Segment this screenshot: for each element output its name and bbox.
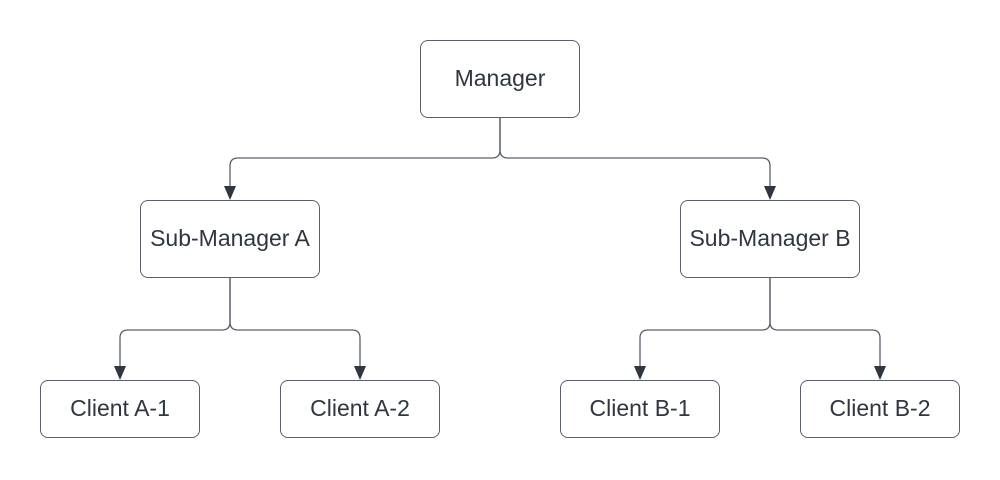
edge-manager-to-sub-manager-a	[229, 118, 501, 187]
node-sub-manager-a-label: Sub-Manager A	[150, 224, 310, 251]
edge-sub-manager-b-to-client-b1	[639, 278, 771, 367]
node-client-a2-label: Client A-2	[310, 394, 410, 421]
edge-sub-manager-a-to-client-a1	[119, 278, 231, 367]
node-manager[interactable]: Manager	[420, 40, 580, 118]
arrowhead-client-b1	[634, 366, 646, 380]
arrowhead-sub-manager-a	[224, 186, 236, 200]
node-client-a1-label: Client A-1	[70, 394, 170, 421]
arrowhead-client-a2	[354, 366, 366, 380]
node-client-b1-label: Client B-1	[589, 394, 691, 421]
node-client-a1[interactable]: Client A-1	[40, 380, 200, 438]
arrowhead-client-a1	[114, 366, 126, 380]
arrowhead-client-b2	[874, 366, 886, 380]
node-client-b2-label: Client B-2	[829, 394, 931, 421]
arrowhead-sub-manager-b	[764, 186, 776, 200]
edge-sub-manager-a-to-client-a2	[229, 278, 361, 367]
node-client-b1[interactable]: Client B-1	[560, 380, 720, 438]
node-sub-manager-b-label: Sub-Manager B	[689, 224, 851, 251]
edge-manager-to-sub-manager-b	[499, 118, 771, 187]
edge-sub-manager-b-to-client-b2	[769, 278, 881, 367]
node-manager-label: Manager	[454, 64, 546, 91]
node-sub-manager-a[interactable]: Sub-Manager A	[140, 200, 320, 278]
node-client-a2[interactable]: Client A-2	[280, 380, 440, 438]
node-client-b2[interactable]: Client B-2	[800, 380, 960, 438]
node-sub-manager-b[interactable]: Sub-Manager B	[680, 200, 860, 278]
